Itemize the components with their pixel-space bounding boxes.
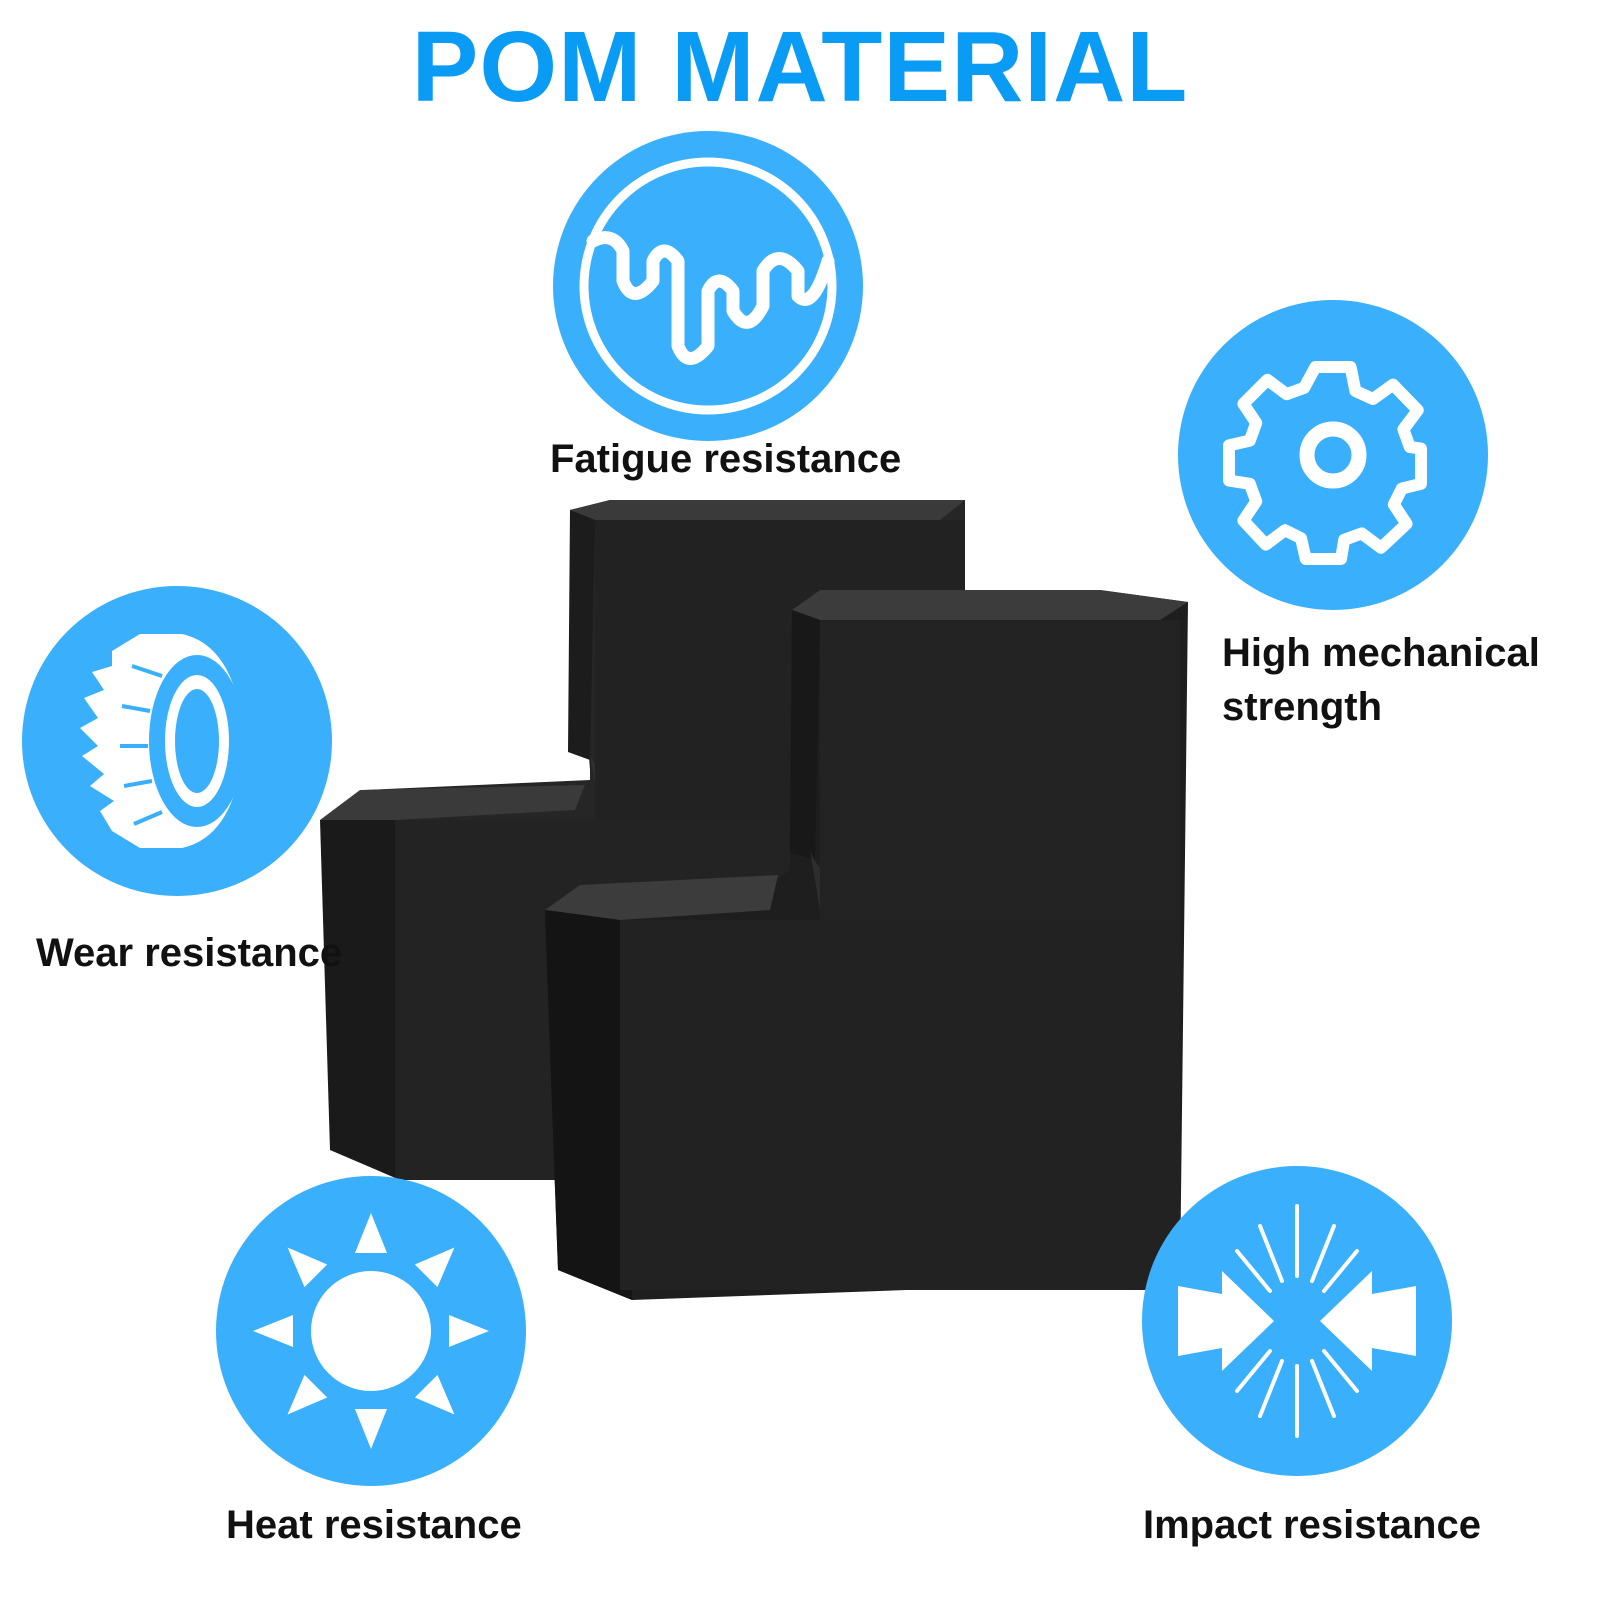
mechanical-strength-label-line2: strength	[1222, 685, 1382, 729]
product-image	[300, 490, 1220, 1350]
wear-resistance-label: Wear resistance	[36, 931, 343, 975]
heat-resistance-badge	[216, 1176, 526, 1486]
impact-resistance-badge	[1142, 1166, 1452, 1476]
fatigue-resistance-label: Fatigue resistance	[550, 437, 902, 481]
mechanical-strength-label: High mechanical strength	[1222, 626, 1582, 734]
tire-icon	[22, 586, 332, 896]
gear-icon	[1178, 300, 1488, 610]
heat-resistance-label: Heat resistance	[226, 1503, 522, 1547]
page-title: POM MATERIAL	[411, 11, 1189, 123]
mechanical-strength-label-line1: High mechanical	[1222, 631, 1540, 675]
mechanical-strength-badge	[1178, 300, 1488, 610]
front-l-block	[545, 590, 1188, 1300]
impact-arrows-icon	[1142, 1166, 1452, 1476]
sun-icon	[216, 1176, 526, 1486]
fatigue-resistance-badge	[553, 131, 863, 441]
fatigue-wave-icon	[553, 131, 863, 441]
impact-resistance-label: Impact resistance	[1143, 1503, 1481, 1547]
wear-resistance-badge	[22, 586, 332, 896]
pom-blocks-illustration	[320, 500, 1188, 1300]
